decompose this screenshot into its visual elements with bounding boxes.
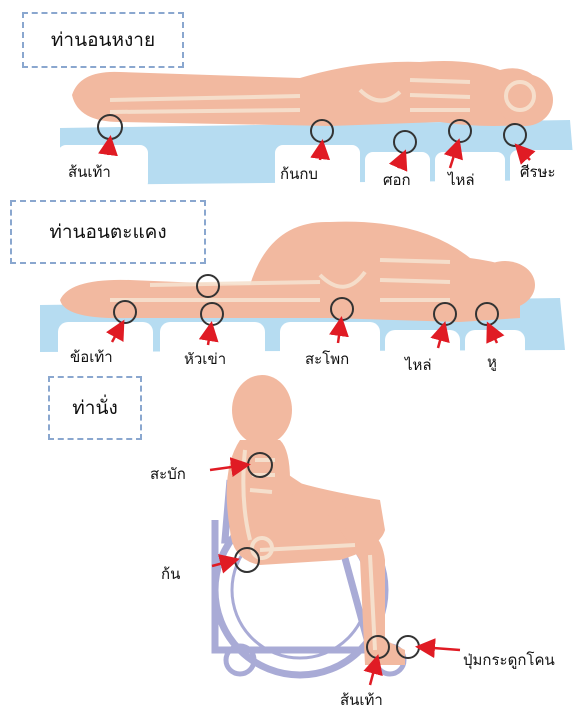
side-head [475, 261, 535, 309]
label-hip: สะโพก [305, 347, 349, 371]
label-shoulder-supine: ไหล่ [448, 168, 475, 192]
title-supine: ท่านอนหงาย [22, 12, 184, 68]
label-elbow: ศอก [383, 168, 411, 192]
supine-body [72, 61, 545, 126]
label-heel-sitting: ส้นเท้า [340, 688, 383, 712]
label-coccyx: ก้นกบ [280, 162, 318, 186]
circle-toe [397, 636, 419, 658]
title-sitting: ท่านั่ง [48, 376, 142, 440]
label-coccyx-bone: ปุ่มกระดูกโคน [463, 648, 555, 672]
sitting-figure [227, 375, 405, 665]
title-side-text: ท่านอนตะแคง [49, 217, 166, 247]
label-shoulder-side: ไหล่ [405, 353, 432, 377]
title-side: ท่านอนตะแคง [10, 200, 206, 264]
title-sitting-text: ท่านั่ง [72, 393, 117, 423]
sitting-head [232, 375, 292, 445]
label-heel-supine: ส้นเท้า [68, 160, 111, 184]
label-ankle: ข้อเท้า [70, 345, 113, 369]
title-supine-text: ท่านอนหงาย [51, 25, 155, 55]
label-knee: หัวเข่า [184, 347, 226, 371]
label-head: ศีรษะ [520, 160, 556, 184]
supine-figure [58, 61, 580, 192]
label-ear: หู [487, 350, 497, 374]
label-scapula: สะบัก [150, 462, 186, 486]
label-buttock: ก้น [161, 562, 180, 586]
